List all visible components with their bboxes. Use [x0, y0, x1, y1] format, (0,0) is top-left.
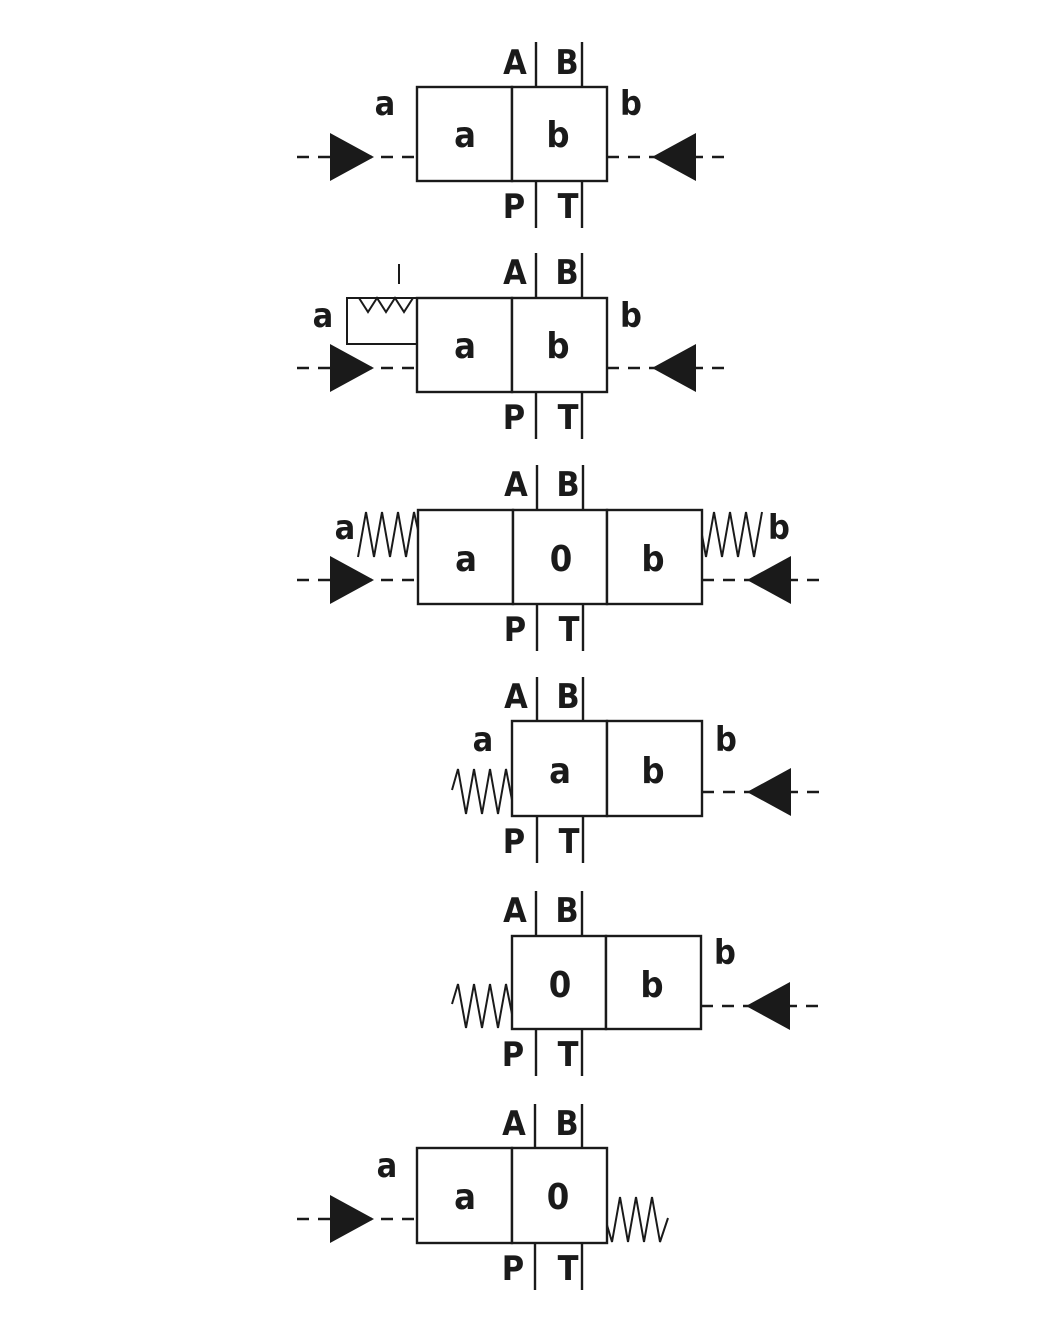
valve-2-right-pilot-arrow-icon: [607, 344, 729, 392]
valve-2-detent-icon: [346, 264, 417, 345]
valve-3-port-a-label: A: [504, 465, 528, 505]
valve-5: A B P T 0 b b: [451, 891, 824, 1076]
valve-2-cell-2: [510, 296, 609, 394]
valve-3-right-label: b: [768, 508, 790, 548]
valve-4-port-t-label: T: [559, 822, 580, 862]
valve-1-cell-1-label: a: [454, 115, 476, 156]
valve-5-port-b-label: B: [555, 891, 578, 931]
valve-2-right-label: b: [620, 296, 642, 336]
valve-3-right-pilot-arrow-icon: [702, 556, 824, 604]
valve-3-cell-2: [511, 508, 609, 606]
valve-5-right-label: b: [714, 933, 736, 973]
valve-1-left-pilot-arrow-icon: [297, 133, 417, 181]
valve-2-cell-1: [415, 296, 514, 394]
valve-4-cell-1-label: a: [549, 751, 571, 792]
valve-2-port-t-label: T: [558, 398, 579, 438]
valve-6-port-a-label: A: [502, 1104, 526, 1144]
valve-1-left-label: a: [375, 84, 396, 124]
valve-1-cell-1: [415, 85, 514, 183]
valve-1-right-pilot-arrow-icon: [607, 133, 729, 181]
valve-4-port-b-label: B: [556, 677, 579, 717]
valve-1-cell-2: [510, 85, 609, 183]
valve-3-port-p-label: P: [504, 610, 526, 650]
valve-6-cell-2: [510, 1146, 609, 1245]
valve-3-cell-1-label: a: [455, 539, 477, 580]
valve-5-port-p-label: P: [502, 1035, 524, 1075]
valve-1-cell-2-label: b: [546, 115, 569, 156]
valve-4-cell-2-label: b: [641, 751, 664, 792]
valve-3: A B P T a 0 b a b: [297, 465, 824, 651]
valve-5-cell-2: [604, 934, 703, 1031]
valve-5-left-spring-icon: [451, 983, 513, 1029]
valve-4-right-label: b: [715, 720, 737, 760]
valve-3-cell-3: [605, 508, 704, 606]
valve-6-left-label: a: [377, 1146, 398, 1186]
valve-6-cell-1-label: a: [454, 1177, 476, 1218]
valve-4-port-p-label: P: [503, 822, 525, 862]
valve-3-left-pilot-arrow-icon: [297, 556, 418, 604]
valve-2-left-pilot-arrow-icon: [297, 344, 417, 392]
valve-4: A B P T a b a b: [451, 677, 824, 863]
valve-6-cell-1: [415, 1146, 514, 1245]
valve-5-port-t-label: T: [558, 1035, 579, 1075]
valve-3-right-spring-icon: [701, 511, 763, 558]
valve-3-cell-2-label: 0: [550, 539, 573, 580]
valve-4-port-a-label: A: [504, 677, 528, 717]
valve-6-port-b-label: B: [555, 1104, 578, 1144]
valve-4-cell-2: [605, 719, 704, 818]
valve-4-left-label: a: [473, 720, 494, 760]
valve-5-cell-2-label: b: [640, 965, 663, 1006]
valve-6-left-pilot-arrow-icon: [297, 1195, 417, 1243]
valve-1-port-b-label: B: [555, 43, 578, 83]
valve-4-left-spring-icon: [451, 768, 513, 815]
valve-3-cell-3-label: b: [641, 539, 664, 580]
valve-1-right-label: b: [620, 84, 642, 124]
valve-3-cell-1: [416, 508, 515, 606]
valve-6-port-p-label: P: [502, 1249, 524, 1289]
valve-6-port-t-label: T: [558, 1249, 579, 1289]
valve-6-cell-2-label: 0: [547, 1177, 570, 1218]
valve-2-port-p-label: P: [503, 398, 525, 438]
valve-2-left-label: a: [313, 296, 334, 336]
valve-3-port-t-label: T: [559, 610, 580, 650]
valve-6: A B P T a 0 a: [297, 1104, 669, 1290]
valve-1-port-a-label: A: [503, 43, 527, 83]
valve-1-port-p-label: P: [503, 187, 525, 227]
valve-1: A B P T a b a b: [297, 42, 729, 228]
valve-2-cell-1-label: a: [454, 326, 476, 367]
valve-1-port-t-label: T: [558, 187, 579, 227]
valve-5-cell-1-label: 0: [549, 965, 572, 1006]
valve-3-port-b-label: B: [556, 465, 579, 505]
valve-2-port-b-label: B: [555, 253, 578, 293]
valve-5-cell-1: [510, 934, 608, 1031]
valve-2-port-a-label: A: [503, 253, 527, 293]
valve-2: A B P T a b a b: [297, 253, 729, 439]
valve-2-cell-2-label: b: [546, 326, 569, 367]
valve-5-port-a-label: A: [503, 891, 527, 931]
valve-3-left-spring-icon: [357, 511, 419, 558]
valve-4-right-pilot-arrow-icon: [702, 768, 824, 816]
valve-5-right-pilot-arrow-icon: [701, 982, 824, 1030]
valve-3-left-label: a: [335, 508, 356, 548]
valve-6-right-spring-icon: [606, 1196, 669, 1243]
